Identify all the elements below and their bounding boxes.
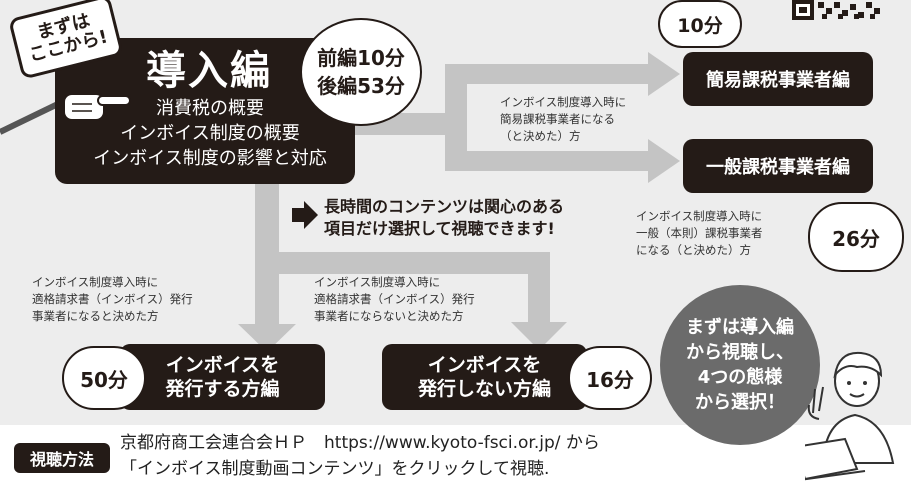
- footer-text: 京都府商工会連合会ＨＰ https://www.kyoto-fsci.or.jp…: [120, 430, 600, 482]
- simple-note: インボイス制度導入時に 簡易課税事業者になる （と決めた）方: [500, 94, 626, 145]
- no-issue-note: インボイス制度導入時に 適格請求書（インボイス）発行 事業者にならないと決めた方: [314, 274, 475, 325]
- footer-line: 「インボイス制度動画コンテンツ」をクリックして視聴.: [120, 459, 550, 479]
- intro-item: インボイス制度の概要: [120, 123, 300, 144]
- general-note: インボイス制度導入時に 一般（本則）課税事業者 になる（と決めた）方: [636, 208, 763, 259]
- note-line: 一般（本則）課税事業者: [636, 226, 763, 240]
- issue-box: インボイスを 発行する方編: [120, 344, 325, 410]
- note-line: 長時間のコンテンツは関心のある: [324, 197, 565, 216]
- issue-note: インボイス制度導入時に 適格請求書（インボイス）発行 事業者になると決めた方: [32, 274, 193, 325]
- general-taxation-box: 一般課税事業者編: [683, 139, 873, 193]
- advice-line: 4つの態様: [697, 367, 783, 388]
- pointer-stick: [0, 99, 64, 135]
- note-line: インボイス制度導入時に: [636, 209, 763, 223]
- footer-line: 京都府商工会連合会ＨＰ https://www.kyoto-fsci.or.jp…: [120, 433, 600, 453]
- no-issue-title: インボイスを: [427, 354, 542, 376]
- person-with-laptop-illustration: [805, 351, 895, 481]
- simple-taxation-title: 簡易課税事業者編: [706, 70, 850, 91]
- note-line: 事業者になると決めた方: [32, 309, 159, 323]
- advice-line: まずは導入編: [686, 317, 794, 338]
- intro-time-circle: 前編10分 後編53分: [300, 18, 422, 126]
- note-line: インボイス制度導入時に: [500, 95, 627, 109]
- note-line: になる（と決めた）方: [636, 243, 751, 257]
- no-issue-box: インボイスを 発行しない方編: [382, 344, 587, 410]
- advice-circle: まずは導入編 から視聴し、 4つの態様 から選択！: [660, 285, 820, 445]
- no-issue-title: 発行しない方編: [417, 378, 551, 400]
- issue-time-pill: 50分: [62, 346, 146, 410]
- note-line: 項目だけ選択して視聴できます!: [324, 219, 555, 238]
- issue-title: インボイスを: [165, 354, 280, 376]
- intro-item-list: 消費税の概要 インボイス制度の概要 インボイス制度の影響と対応: [60, 96, 360, 171]
- simple-taxation-box: 簡易課税事業者編: [683, 52, 873, 106]
- advice-line: から選択！: [695, 392, 785, 413]
- intro-time-line: 後編53分: [317, 74, 405, 98]
- intro-item: 消費税の概要: [156, 98, 264, 119]
- issue-title: 発行する方編: [165, 378, 280, 400]
- intro-time-line: 前編10分: [317, 46, 405, 70]
- qr-code-icon: [792, 0, 880, 20]
- note-line: 簡易課税事業者になる: [500, 112, 615, 126]
- note-line: 適格請求書（インボイス）発行: [314, 292, 475, 306]
- middle-note: 長時間のコンテンツは関心のある 項目だけ選択して視聴できます!: [324, 196, 564, 240]
- note-line: （と決めた）方: [500, 129, 581, 143]
- intro-title: 導入編: [146, 48, 272, 94]
- note-line: インボイス制度導入時に: [314, 275, 441, 289]
- intro-item: インボイス制度の影響と対応: [93, 148, 327, 169]
- how-to-watch-label: 視聴方法: [14, 443, 110, 473]
- note-line: 適格請求書（インボイス）発行: [32, 292, 193, 306]
- note-line: 事業者にならないと決めた方: [314, 309, 464, 323]
- pointing-hand-icon: [63, 93, 131, 121]
- simple-time-pill: 10分: [658, 0, 742, 48]
- general-time-pill: 26分: [808, 202, 904, 272]
- no-issue-time-pill: 16分: [568, 346, 652, 410]
- advice-line: から視聴し、: [686, 342, 794, 363]
- general-taxation-title: 一般課税事業者編: [706, 157, 850, 178]
- note-line: インボイス制度導入時に: [32, 275, 159, 289]
- right-arrow-icon: [292, 201, 318, 229]
